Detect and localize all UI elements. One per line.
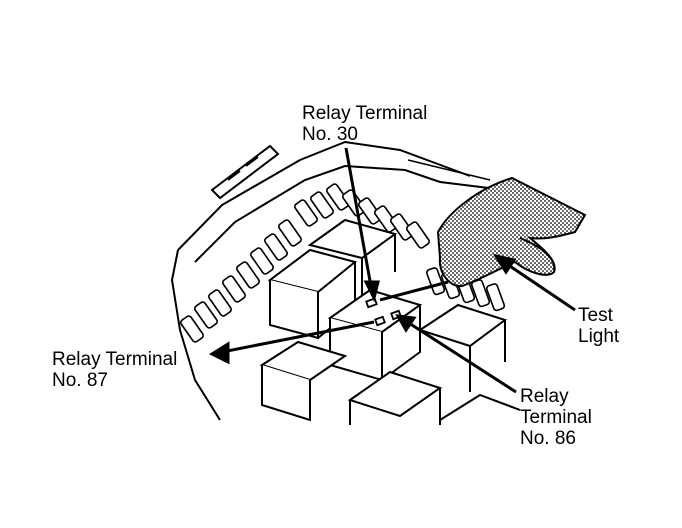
label-test-light-line2: Light <box>578 326 620 347</box>
connector-clip <box>210 144 280 200</box>
label-relay-terminal-86-line2: Terminal <box>520 407 592 428</box>
label-relay-terminal-87-line1: Relay Terminal <box>52 349 178 370</box>
arrowhead-terminal-87 <box>208 341 230 365</box>
fuse-row-back <box>294 183 430 249</box>
label-relay-terminal-87: Relay Terminal No. 87 <box>52 349 177 391</box>
leader-terminal-30 <box>344 147 374 293</box>
relay-blocks <box>259 218 521 425</box>
label-test-light-line1: Test <box>578 305 613 326</box>
hand-with-test-light <box>379 176 587 302</box>
label-relay-terminal-30-line1: Relay Terminal <box>302 103 428 124</box>
leader-terminal-86 <box>397 314 517 394</box>
arrowhead-terminal-30 <box>363 280 380 303</box>
label-relay-terminal-87-line2: No. 87 <box>52 370 108 391</box>
leader-lines <box>208 147 576 394</box>
leader-terminal-87 <box>211 320 375 356</box>
fuse-row-left <box>180 219 302 343</box>
label-relay-terminal-30: Relay Terminal No. 30 <box>302 103 427 145</box>
arrowhead-test-light <box>492 253 517 275</box>
label-relay-terminal-86-line1: Relay <box>520 386 569 407</box>
label-relay-terminal-86: Relay Terminal No. 86 <box>520 386 592 449</box>
label-relay-terminal-30-line2: No. 30 <box>302 124 358 145</box>
label-relay-terminal-86-line3: No. 86 <box>520 428 576 449</box>
label-test-light: Test Light <box>578 305 619 347</box>
relay-box-housing <box>170 140 506 421</box>
arrowhead-terminal-86 <box>395 314 417 333</box>
